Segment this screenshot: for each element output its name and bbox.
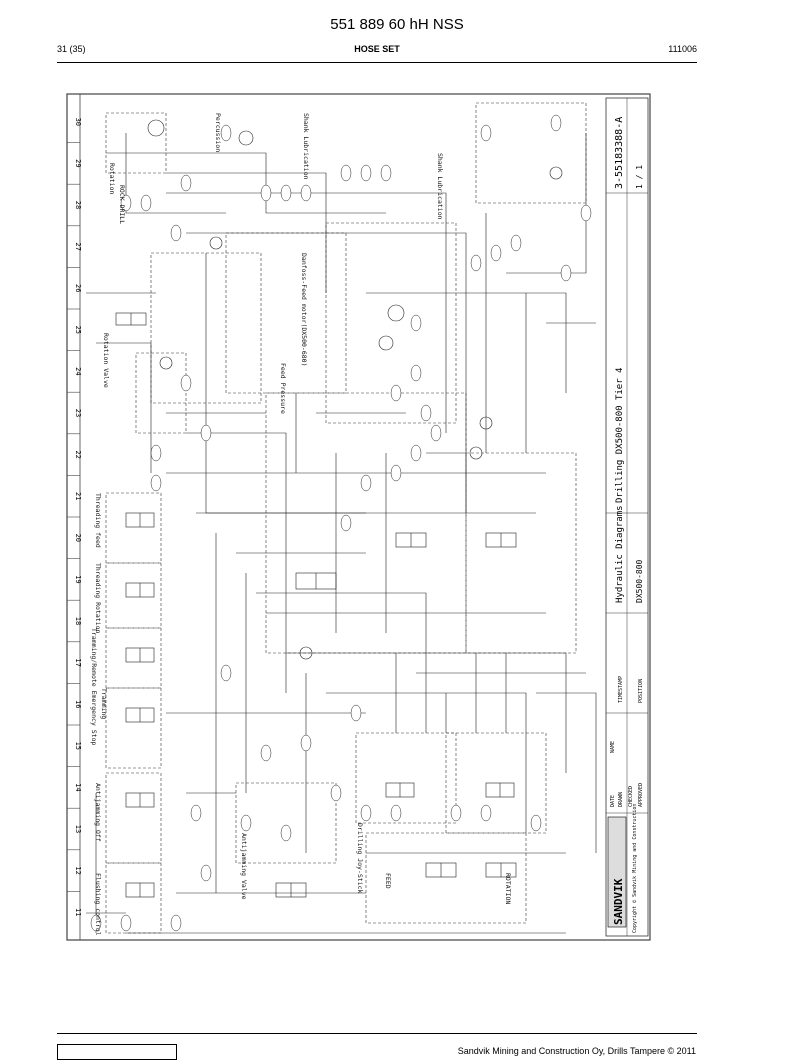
page-header: 31 (35) HOSE SET 111006 [57, 44, 697, 60]
column-number: 18 [74, 617, 82, 625]
hydraulic-diagram: 11 12 13 14 15 16 17 18 19 20 21 22 23 24 25 26 27 28 29 30… [66, 93, 651, 941]
date-code: 111006 [668, 44, 697, 54]
valve-symbols [115, 119, 563, 898]
column-number: 27 [74, 242, 82, 250]
diagram-main-title: Drilling DX500-800 Tier 4 [615, 368, 625, 503]
label-danfoss-feed: Danfoss-Feed motor(DX500-680) [300, 253, 308, 367]
footer-copyright: Sandvik Mining and Construction Oy, Dril… [457, 1046, 696, 1056]
column-number: 30 [74, 118, 82, 126]
column-number: 25 [74, 326, 82, 334]
column-number: 16 [74, 700, 82, 708]
column-number: 19 [74, 575, 82, 583]
section-title: HOSE SET [354, 44, 400, 54]
label-threading-rotation: Threading Rotation [94, 563, 102, 634]
title-block: SANDVIK Copyright © Sandvik Mining and C… [605, 97, 649, 937]
label-shank-lubrication-2: Shank Lubrication [436, 153, 444, 220]
component-labels: ROCK DRILL Rotation Percussion Shank Lub… [90, 113, 512, 936]
label-emergency-stop: Tramming/Remote Emergency Stop [90, 628, 98, 745]
field-timestamp: TIMESTAMP [618, 676, 624, 703]
column-number-strip: 11 12 13 14 15 16 17 18 19 20 21 22 23 24 25 26 27 28 29 30 [67, 118, 82, 916]
document-number: 551 889 60 hH NSS [330, 16, 464, 33]
drawing-frame [66, 93, 651, 941]
column-number: 20 [74, 534, 82, 542]
diagram-model: DX500-800 [635, 559, 644, 603]
label-flushing-control: Flushing control [94, 873, 102, 936]
label-feed-block: FEED [384, 873, 392, 889]
label-antijamming-off: Antijamming Off [94, 783, 102, 842]
label-percussion: Percussion [214, 113, 222, 152]
field-position: POSITION [638, 679, 644, 703]
brand-text: SANDVIK [612, 878, 625, 925]
field-name: NAME [610, 741, 616, 753]
diagram-subtitle: Hydraulic Diagrams [615, 505, 625, 603]
label-rotation: Rotation [108, 163, 116, 194]
column-number: 13 [74, 825, 82, 833]
label-rock-drill: ROCK DRILL [118, 185, 126, 224]
label-drilling-joystick: Drilling Joy-Stick [356, 823, 364, 894]
column-number: 14 [74, 783, 82, 791]
column-number: 11 [74, 908, 82, 916]
drawing-number: 3-55183388-A [614, 117, 625, 189]
label-antijamming-valve: Antijamming Valve [240, 833, 248, 900]
label-rotation-valve: Rotation Valve [102, 333, 110, 388]
copyright-note: Copyright © Sandvik Mining and Construct… [632, 804, 638, 933]
label-tramming: Tramming [100, 688, 108, 719]
hose-tags [90, 114, 592, 932]
column-number: 26 [74, 284, 82, 292]
footer-rule [57, 1033, 697, 1034]
column-number: 23 [74, 409, 82, 417]
footer-logo [57, 1044, 177, 1060]
column-number: 28 [74, 201, 82, 209]
field-approved: APPROVED [638, 783, 644, 807]
sheet-number: 1 / 1 [635, 165, 644, 189]
column-number: 29 [74, 159, 82, 167]
column-number: 21 [74, 492, 82, 500]
page-counter: 31 (35) [57, 44, 86, 54]
diagram-svg: 11 12 13 14 15 16 17 18 19 20 21 22 23 24 25 26 27 28 29 30… [66, 93, 651, 941]
label-feed-pressure: Feed Pressure [279, 363, 287, 414]
column-number: 15 [74, 742, 82, 750]
label-threading-feed: Threading feed [94, 493, 102, 548]
field-checked: CHECKED [628, 786, 634, 807]
column-number: 22 [74, 450, 82, 458]
column-number: 17 [74, 658, 82, 666]
column-number: 24 [74, 367, 82, 375]
label-rotation-block: ROTATION [504, 873, 512, 904]
field-drawn: DRAWN [618, 792, 624, 807]
column-number: 12 [74, 866, 82, 874]
header-rule [57, 62, 697, 63]
label-shank-lubrication-1: Shank Lubrication [302, 113, 310, 180]
hose-lines [86, 133, 597, 934]
field-date: DATE [610, 795, 616, 807]
